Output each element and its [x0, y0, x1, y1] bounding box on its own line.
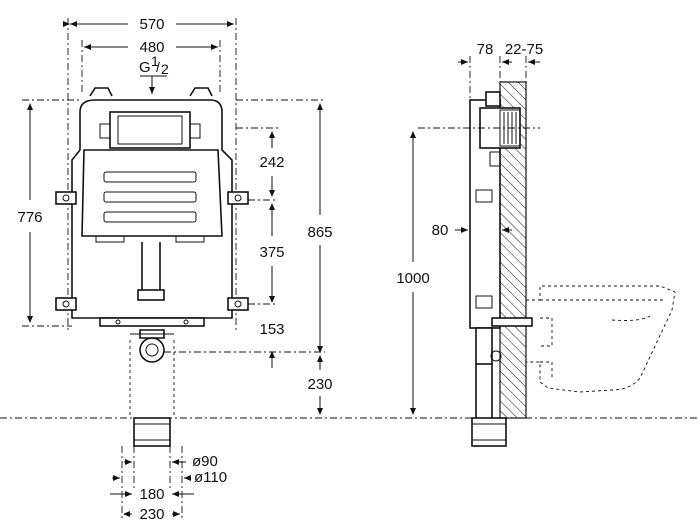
drain-outlet [139, 337, 165, 363]
dim-1000: 1000 [396, 270, 429, 287]
thread-slash: / [156, 59, 160, 75]
pipe-diameter-90: ø90 [192, 453, 218, 470]
frame-outline [71, 99, 233, 319]
dim-480: 480 [139, 39, 164, 56]
dim-865: 865 [307, 224, 332, 241]
front-view: 570 480 G 1 / 2 [17, 16, 332, 523]
dim-180: 180 [139, 486, 164, 503]
dim-570: 570 [139, 16, 164, 33]
flush-plate-frame [109, 111, 191, 149]
dim-230-bottom: 230 [139, 506, 164, 523]
dim-22-75: 22-75 [505, 41, 543, 58]
thread-base: G [139, 59, 151, 76]
side-view: 78 22-75 80 1000 [396, 41, 676, 447]
dim-776: 776 [17, 209, 42, 226]
drain-pipe [133, 417, 171, 447]
thread-num: 1 [151, 53, 159, 69]
dim-242: 242 [259, 154, 284, 171]
dim-80: 80 [432, 222, 449, 239]
pipe-diameter-110: ø110 [194, 469, 227, 486]
dim-230-vertical: 230 [307, 376, 332, 393]
thread-label: G 1 / 2 [139, 53, 169, 94]
dim-153: 153 [259, 321, 284, 338]
dim-78: 78 [477, 41, 494, 58]
dim-375: 375 [259, 244, 284, 261]
thread-den: 2 [161, 61, 169, 77]
